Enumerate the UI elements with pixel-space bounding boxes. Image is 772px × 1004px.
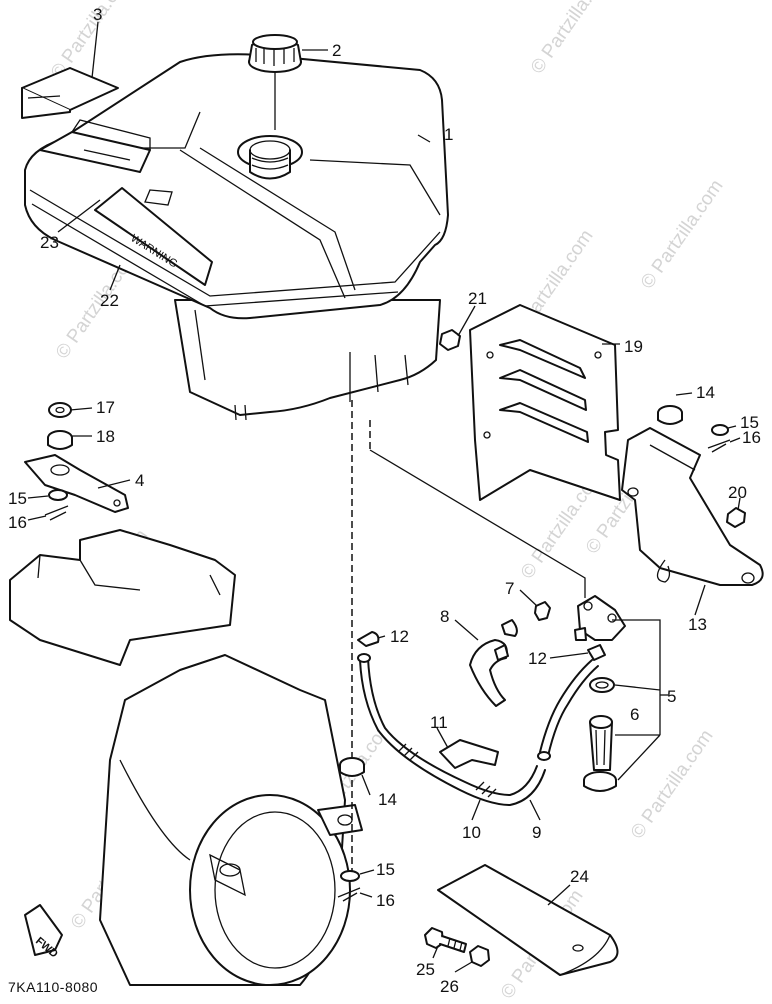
collar[interactable] <box>711 424 729 436</box>
clip-lower[interactable] <box>337 887 361 902</box>
bracket-lines <box>612 619 668 781</box>
strainer-filter[interactable] <box>589 715 613 771</box>
callout-16c: 16 <box>376 891 395 910</box>
callout-24: 24 <box>570 867 589 886</box>
bolt-25[interactable] <box>424 927 467 953</box>
plate-24[interactable] <box>437 864 619 976</box>
callout-13: 13 <box>688 615 707 634</box>
callout-16a: 16 <box>742 428 761 447</box>
grommet-17[interactable] <box>47 430 73 450</box>
callout-16b: 16 <box>8 513 27 532</box>
washer-18[interactable] <box>48 402 72 418</box>
strainer-cup[interactable] <box>583 771 617 792</box>
callout-22: 22 <box>100 291 119 310</box>
callout-12b: 12 <box>528 649 547 668</box>
clip-12-left[interactable] <box>357 631 380 647</box>
leader-lines <box>27 21 741 973</box>
callout-15c: 15 <box>376 860 395 879</box>
bolt-21[interactable] <box>439 329 461 351</box>
callout-17: 17 <box>96 398 115 417</box>
fuel-cock[interactable] <box>574 595 626 641</box>
callout-19: 19 <box>624 337 643 356</box>
collar-lower[interactable] <box>340 870 360 882</box>
fuel-cap[interactable] <box>248 34 302 130</box>
watermark: © Partzilla.com <box>637 176 728 293</box>
clip[interactable] <box>707 439 731 453</box>
hose-8[interactable] <box>469 619 518 707</box>
pipe-clamp[interactable] <box>439 739 499 769</box>
fuel-pipe-9[interactable] <box>537 659 599 761</box>
callout-6: 6 <box>630 705 639 724</box>
callout-21: 21 <box>468 289 487 308</box>
watermark: © Partzilla.com <box>627 726 718 843</box>
callout-14a: 14 <box>696 383 715 402</box>
callout-15b: 15 <box>8 489 27 508</box>
callout-18: 18 <box>96 427 115 446</box>
o-ring[interactable] <box>589 677 615 693</box>
fuel-tank[interactable]: WARNING <box>24 53 449 421</box>
vent-cover[interactable] <box>21 67 119 119</box>
tank-bracket[interactable] <box>621 427 764 586</box>
callout-14b: 14 <box>378 790 397 809</box>
diagram-code: 7KA110-8080 <box>8 979 98 995</box>
left-bracket[interactable] <box>24 454 129 513</box>
nut-26[interactable] <box>469 945 490 967</box>
callout-10: 10 <box>462 823 481 842</box>
callout-20: 20 <box>728 483 747 502</box>
callout-4: 4 <box>135 471 144 490</box>
heat-shield-plate[interactable] <box>469 304 621 501</box>
clip-12-right[interactable] <box>587 644 606 661</box>
callout-3: 3 <box>93 5 102 24</box>
callout-1: 1 <box>444 125 453 144</box>
air-shroud-upper[interactable] <box>9 529 236 666</box>
callout-25: 25 <box>416 960 435 979</box>
callout-7: 7 <box>505 579 514 598</box>
collar-15[interactable] <box>48 489 68 501</box>
clip-16[interactable] <box>44 505 69 521</box>
fan-housing[interactable] <box>99 654 363 986</box>
callout-5: 5 <box>667 687 676 706</box>
watermark: © Partzilla.com <box>527 0 618 78</box>
callout-labels: 1 2 3 4 5 6 7 8 9 10 11 12 12 13 14 14 1… <box>8 5 761 996</box>
screw-7[interactable] <box>534 601 551 621</box>
guide-lines <box>351 400 586 880</box>
callout-11: 11 <box>430 713 448 732</box>
bolt-20[interactable] <box>726 507 746 528</box>
callout-2: 2 <box>332 41 341 60</box>
callout-12a: 12 <box>390 627 409 646</box>
grommet[interactable] <box>657 405 683 425</box>
callout-15a: 15 <box>740 413 759 432</box>
fuel-pipe[interactable] <box>357 653 546 806</box>
callout-8: 8 <box>440 607 449 626</box>
callout-23: 23 <box>40 233 59 252</box>
callout-9: 9 <box>532 823 541 842</box>
callout-26: 26 <box>440 977 459 996</box>
fwd-arrow: FWD <box>24 904 63 960</box>
grommet-lower[interactable] <box>339 757 365 777</box>
